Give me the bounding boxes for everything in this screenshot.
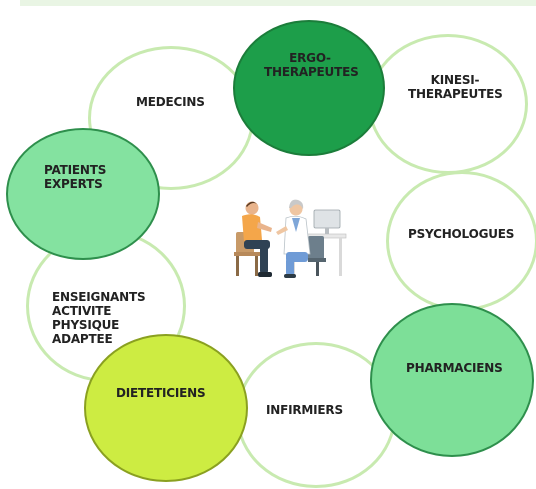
doctor-patient-illustration: [234, 199, 347, 278]
node-dieteticiens-label: DIETETICIENS: [116, 386, 206, 400]
node-ergo-circle: [233, 20, 385, 156]
node-kinesi-circle: [368, 34, 528, 174]
node-psychologues-label: PSYCHOLOGUES: [408, 227, 515, 241]
node-dieteticiens-circle: [84, 334, 248, 482]
node-enseignants-label: ENSEIGNANTS ACTIVITE PHYSIQUE ADAPTEE: [52, 276, 146, 360]
node-infirmiers-label: INFIRMIERS: [266, 403, 343, 417]
header-strip: [20, 0, 536, 6]
patient-body: [242, 214, 262, 242]
node-kinesi-label: KINESI- THERAPEUTES: [408, 73, 503, 101]
node-patients-label: PATIENTS EXPERTS: [44, 163, 107, 191]
doctor-coat: [283, 215, 311, 255]
node-medecins-label: MEDECINS: [136, 95, 205, 109]
node-patients-circle: [6, 128, 160, 260]
node-pharmaciens-circle: [370, 303, 534, 457]
node-pharmaciens-label: PHARMACIENS: [406, 361, 503, 375]
node-psychologues-circle: [386, 171, 536, 311]
node-enseignants-line: ENSEIGNANTS ACTIVITE PHYSIQUE ADAPTEE: [52, 290, 146, 346]
monitor-icon: [313, 209, 341, 229]
node-ergo-label: ERGO- THERAPEUTES: [264, 51, 359, 79]
patient-head: [245, 201, 259, 215]
doctor-chair: [308, 236, 324, 260]
